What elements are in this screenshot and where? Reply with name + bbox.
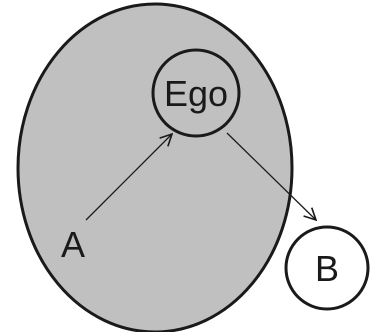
- node-a-label: A: [61, 224, 85, 265]
- node-b-circle: [284, 225, 370, 311]
- edge-ego-to-b: [226, 132, 316, 220]
- node-b-label: B: [315, 248, 339, 289]
- edge-a-to-ego: [85, 134, 172, 221]
- node-ego-label: Ego: [164, 73, 228, 114]
- node-ego: Ego: [151, 48, 241, 138]
- node-b: B: [284, 225, 370, 311]
- ego-network-region: [16, 2, 294, 332]
- node-ego-circle: [151, 48, 241, 138]
